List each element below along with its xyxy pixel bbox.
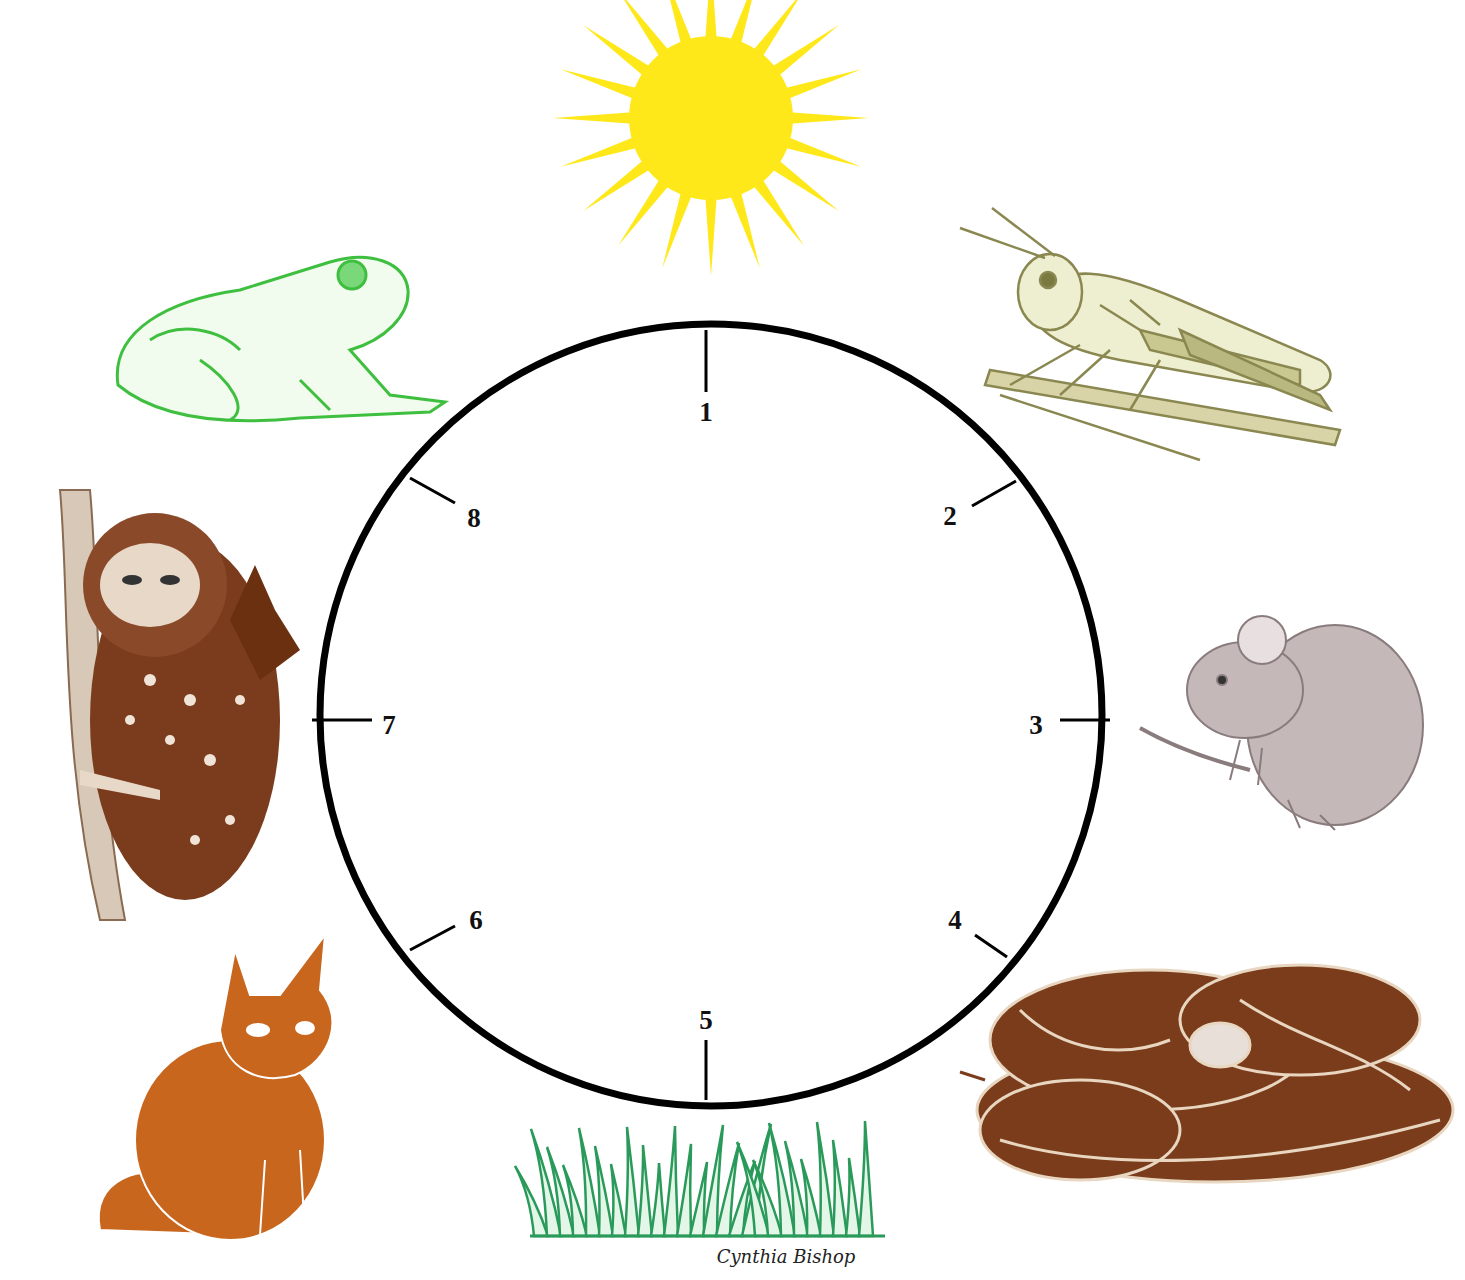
grass-blade: [801, 1159, 821, 1236]
sun: [553, 0, 869, 276]
tick: [410, 478, 455, 503]
callout-number-box: 4: [948, 905, 962, 936]
grass-blade: [625, 1127, 639, 1236]
grass-blade: [638, 1145, 652, 1236]
fox: [99, 935, 333, 1240]
grass-blade: [817, 1122, 834, 1236]
grass-base: [530, 1235, 885, 1238]
mouse: [1140, 616, 1423, 830]
sun-ray: [705, 190, 717, 276]
callout-number: 5: [699, 1005, 713, 1035]
tick: [705, 330, 708, 392]
grass-blade: [664, 1126, 678, 1236]
callout-number-box: 2: [943, 501, 957, 532]
tick: [1060, 719, 1110, 722]
tick: [705, 1040, 708, 1100]
grass-blade: [677, 1144, 691, 1236]
callout-number-box: 7: [382, 710, 396, 741]
tick: [972, 481, 1016, 506]
owl: [60, 490, 300, 920]
callout-number: 8: [467, 503, 481, 533]
grass-blade: [651, 1163, 665, 1236]
grass-blade: [846, 1158, 860, 1236]
grass: [515, 1121, 885, 1236]
sun-ray: [553, 112, 639, 124]
sun-disk: [629, 36, 793, 200]
food-web-circle: [320, 324, 1102, 1106]
callout-number: 6: [469, 905, 483, 935]
grass-blade: [859, 1121, 873, 1236]
sun-ray: [783, 112, 869, 124]
grass-blade: [579, 1128, 600, 1236]
grass-blade: [611, 1164, 626, 1236]
callout-number-box: 8: [467, 503, 481, 534]
tick-marks: [312, 330, 1110, 1100]
callout-number: 7: [382, 710, 396, 740]
callout-number: 3: [1029, 710, 1043, 740]
callout-number: 2: [943, 501, 957, 531]
snake: [960, 965, 1453, 1182]
callout-number-box: 3: [1029, 710, 1043, 741]
grass-blade: [595, 1146, 613, 1236]
signature: Cynthia Bishop: [717, 1246, 856, 1267]
tick: [410, 926, 455, 950]
tick: [975, 935, 1007, 957]
tick: [312, 719, 372, 722]
grass-blade: [833, 1140, 847, 1236]
callout-number: 1: [699, 397, 713, 427]
callout-number: 4: [948, 905, 962, 935]
frog: [117, 257, 445, 420]
callout-number-box: 1: [699, 397, 713, 428]
grasshopper: [960, 208, 1340, 460]
callout-number-box: 5: [699, 1005, 713, 1036]
callout-number-box: 6: [469, 905, 483, 936]
signature-box: Cynthia Bishop: [717, 1246, 856, 1267]
